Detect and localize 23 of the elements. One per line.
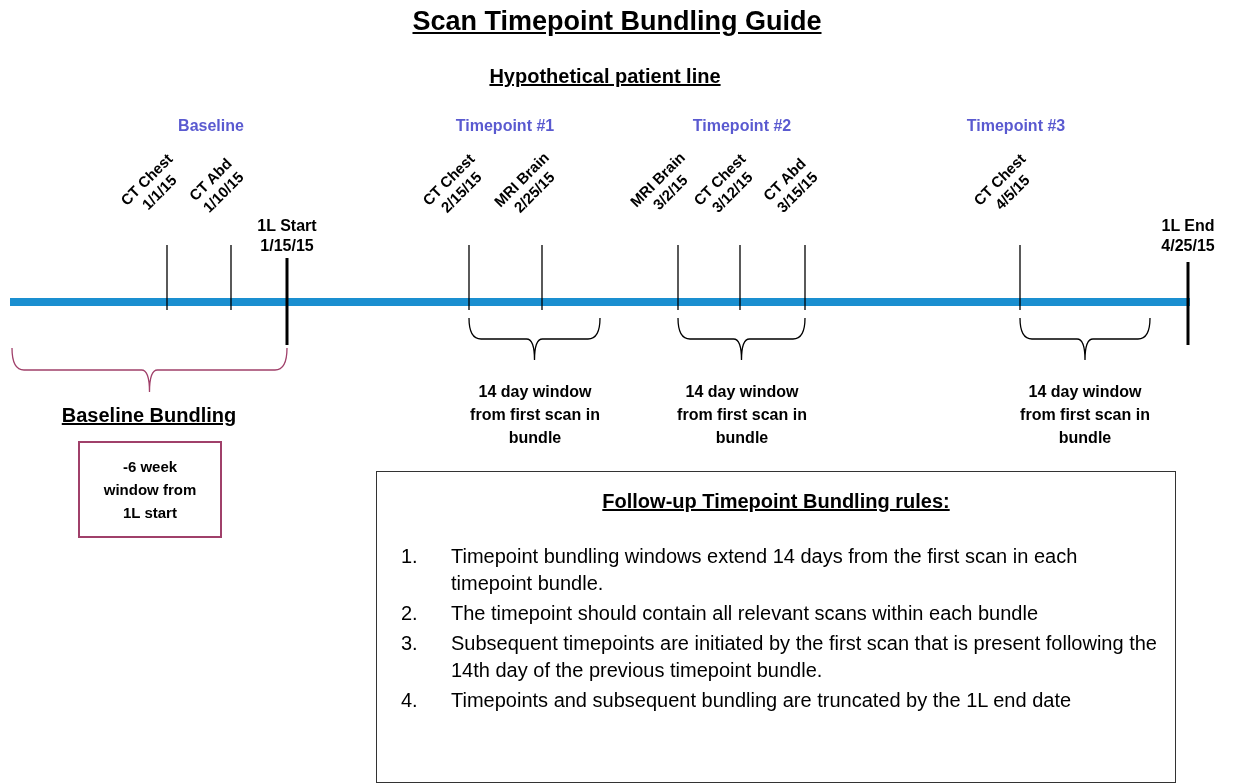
rules-box [376, 471, 1176, 783]
title: Scan Timepoint Bundling Guide [412, 6, 822, 37]
window-note: 14 day window from first scan in bundle [1019, 382, 1151, 448]
list-number: 1. [401, 544, 418, 569]
list-number: 2. [401, 601, 418, 626]
timepoint-heading: Timepoint #1 [455, 117, 555, 135]
rule-text: The timepoint should contain all relevant scans within each bundle [451, 601, 1040, 626]
rule-text: Subsequent timepoints are initiated by the first scan that is present following the 14th day of the previous timepoint bundle. [451, 631, 1158, 683]
rule-text: Timepoints and subsequent bundling are truncated by the 1L end date [451, 688, 1073, 713]
window-note: 14 day window from first scan in bundle [676, 382, 808, 448]
list-number: 3. [401, 631, 418, 656]
box-heading: Baseline Bundling [60, 404, 238, 427]
window-note: 14 day window from first scan in bundle [469, 382, 601, 448]
list-number: 4. [401, 688, 418, 713]
timepoint-heading: Timepoint #2 [692, 117, 792, 135]
rule-text: Timepoint bundling windows extend 14 days from the first scan in each timepoint bundle. [451, 544, 1079, 596]
timepoint-heading: Timepoint #3 [966, 117, 1066, 135]
box-heading: Follow-up Timepoint Bundling rules: [601, 490, 951, 513]
milestone-label: 1L Start 1/15/15 [257, 216, 317, 256]
timepoint-heading: Baseline [178, 117, 244, 135]
subtitle: Hypothetical patient line [489, 65, 721, 88]
milestone-label: 1L End 4/25/15 [1161, 216, 1215, 256]
window-box: -6 week window from 1L start [78, 441, 222, 538]
